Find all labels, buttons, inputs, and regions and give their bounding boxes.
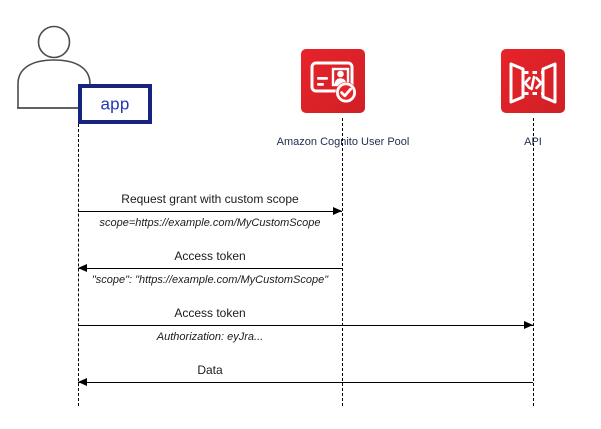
lifeline-api xyxy=(533,118,534,406)
message-arrow-line xyxy=(78,382,533,383)
cognito-id-card-glyph xyxy=(310,61,357,103)
message-arrow-line xyxy=(78,268,342,269)
participant-cognito-label: Amazon Cognito User Pool xyxy=(276,136,410,148)
message-subtitle: "scope": "https://example.com/MyCustomSc… xyxy=(91,274,329,286)
api-gateway-icon[interactable] xyxy=(501,49,565,113)
message-subtitle: Authorization: eyJra... xyxy=(156,331,264,343)
message-arrow-line xyxy=(78,211,342,212)
user-actor-icon xyxy=(14,25,98,109)
message-title: Access token xyxy=(174,249,246,263)
message-arrowhead-left xyxy=(78,263,87,272)
message-title: Data xyxy=(197,363,223,377)
api-gateway-doors-glyph xyxy=(509,62,557,104)
message-title: Access token xyxy=(174,306,246,320)
participant-app-box[interactable]: app xyxy=(78,84,152,124)
message-subtitle: scope=https://example.com/MyCustomScope xyxy=(99,217,321,229)
amazon-cognito-user-pool-icon[interactable] xyxy=(301,49,365,113)
user-actor-glyph xyxy=(17,25,91,109)
message-arrow-line xyxy=(78,325,533,326)
message-arrowhead-left xyxy=(78,377,87,386)
lifeline-cognito xyxy=(342,118,343,406)
message-arrowhead-right xyxy=(333,206,342,215)
participant-app-label: app xyxy=(100,94,130,114)
participant-api-label: API xyxy=(524,136,542,148)
message-title: Request grant with custom scope xyxy=(121,192,299,206)
message-arrowhead-right xyxy=(524,320,533,329)
